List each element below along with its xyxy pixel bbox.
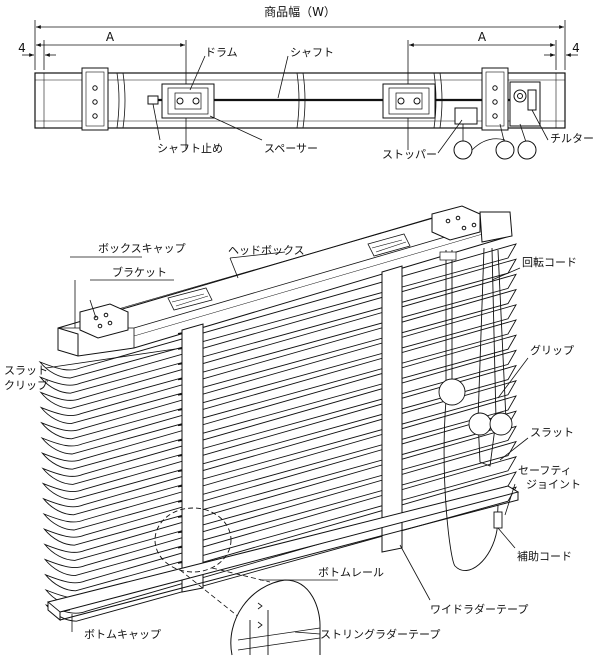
spacer-label: スペーサー <box>264 142 318 155</box>
slat <box>43 440 517 577</box>
tilt-cord-label: 回転コード <box>522 256 577 269</box>
slat <box>41 349 517 485</box>
dim-4-left-label: 4 <box>18 41 26 55</box>
top-head-box <box>34 72 566 129</box>
tilter-label: チルター <box>550 132 594 145</box>
slat <box>43 425 517 561</box>
auxiliary-cord-label: 補助コード <box>517 549 572 563</box>
top-right-bracket <box>481 67 509 131</box>
head-box <box>57 205 513 357</box>
detail-callout <box>154 507 321 656</box>
slat <box>44 471 517 607</box>
stopper-label: ストッパー <box>382 148 437 161</box>
dim-a-left-label: A <box>106 30 115 44</box>
slat <box>44 456 517 592</box>
slat <box>39 288 517 425</box>
slat <box>42 410 517 546</box>
head-box-label: ヘッドボックス <box>228 244 305 257</box>
overall-width-label: 商品幅（W） <box>264 4 336 19</box>
slat-clip-label-2: クリップ <box>4 379 48 392</box>
box-cap-label: ボックスキャップ <box>98 242 186 255</box>
top-left-drum <box>161 83 215 119</box>
slat <box>41 364 517 501</box>
top-right-drum <box>382 83 436 119</box>
bracket-label: ブラケット <box>112 265 167 279</box>
slat <box>40 319 517 455</box>
slat-label: スラット <box>530 426 574 439</box>
leader-lines <box>45 251 529 635</box>
safety-joint-label-2: ジョイント <box>526 478 581 491</box>
top-tilter <box>509 81 541 127</box>
slat <box>42 395 517 531</box>
slat <box>38 258 517 394</box>
top-view <box>22 20 578 160</box>
shaft-label: シャフト <box>290 46 334 59</box>
string-ladder-tape-label: ストリングラダーテープ <box>320 627 440 641</box>
bottom-rail-label: ボトムレール <box>318 566 384 579</box>
slat <box>40 334 517 470</box>
bottom-cap-label: ボトムキャップ <box>84 628 161 641</box>
dim-a-right-label: A <box>478 30 487 44</box>
safety-joint-label-1: セーフティ <box>518 464 572 477</box>
top-shaft-stop <box>147 95 159 105</box>
slat <box>40 304 517 440</box>
bottom-rail <box>46 485 520 622</box>
slat <box>42 380 517 516</box>
top-cords <box>453 123 537 160</box>
slat <box>39 273 517 409</box>
top-left-bracket <box>81 67 109 131</box>
drum-label: ドラム <box>205 46 238 59</box>
cords <box>438 247 513 572</box>
slat <box>38 243 517 379</box>
top-stopper <box>454 107 478 125</box>
main-view <box>38 205 529 656</box>
shaft-stop-label: シャフト止め <box>157 142 223 155</box>
grip-label: グリップ <box>530 343 574 357</box>
slat-clip-label-1: スラット <box>4 364 48 377</box>
dim-4-right-label: 4 <box>572 41 580 55</box>
wide-ladder-tape-label: ワイドラダーテープ <box>430 602 528 616</box>
